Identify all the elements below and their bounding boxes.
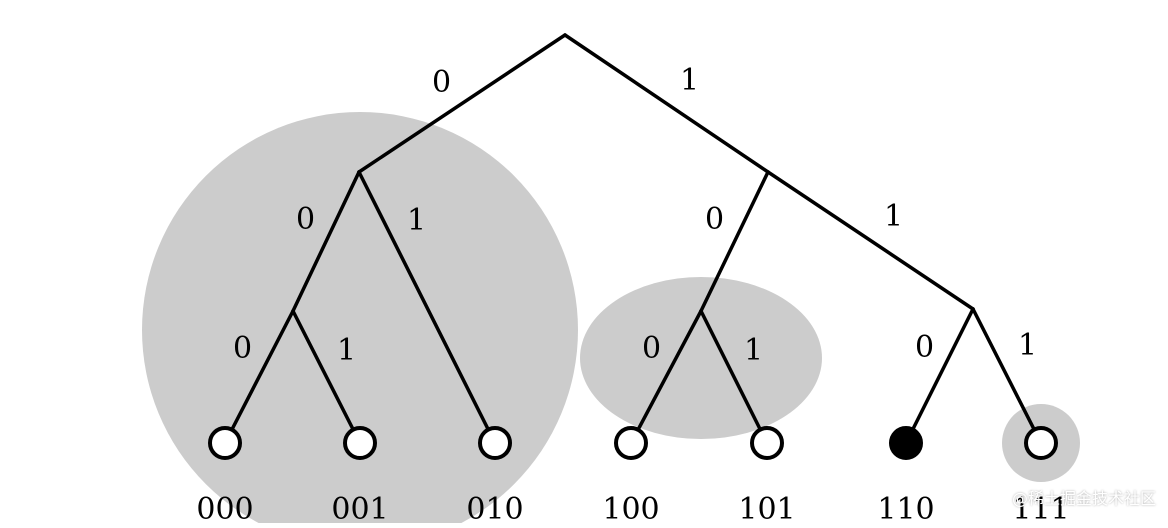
edge-n00-right (291, 309, 362, 445)
edge-n1-left (699, 170, 770, 313)
group-circle-10 (580, 277, 822, 439)
edge-label-n1-left: 0 (705, 202, 724, 237)
edge-label-root-left: 0 (432, 65, 451, 100)
leaf-label-110: 110 (877, 492, 934, 523)
edge-n11-left (904, 307, 975, 445)
leaf-node-001 (343, 426, 377, 460)
edge-n00-left (223, 309, 295, 445)
edge-label-n0-right: 1 (407, 203, 426, 238)
edge-n0-left (291, 170, 361, 313)
leaf-label-100: 100 (602, 492, 659, 523)
edge-label-n00-left: 0 (233, 331, 252, 366)
group-circle-0 (142, 112, 578, 528)
edge-n10-left (629, 309, 703, 445)
leaf-node-000 (208, 426, 242, 460)
edge-root-left (357, 33, 567, 174)
edge-label-n1-right: 1 (884, 199, 903, 234)
leaf-label-000: 000 (196, 492, 253, 523)
watermark: @稀土掘金技术社区 (1011, 489, 1156, 508)
edge-label-n10-right: 1 (744, 333, 763, 368)
leaf-node-101 (750, 426, 784, 460)
edge-label-root-right: 1 (680, 63, 699, 98)
edge-n10-right (699, 309, 769, 445)
edge-label-n11-right: 1 (1018, 328, 1037, 363)
edge-root-right (563, 33, 770, 174)
edge-label-n0-left: 0 (296, 202, 315, 237)
leaf-label-111: 111 (1012, 492, 1069, 523)
leaf-node-010 (478, 426, 512, 460)
edge-label-n10-left: 0 (642, 331, 661, 366)
edge-label-n11-left: 0 (915, 330, 934, 365)
edge-label-n00-right: 1 (337, 333, 356, 368)
leaf-node-110 (889, 426, 923, 460)
leaf-label-010: 010 (466, 492, 523, 523)
leaf-label-001: 001 (331, 492, 388, 523)
edge-n0-right (357, 170, 497, 445)
edge-n11-right (971, 307, 1043, 445)
leaf-label-101: 101 (738, 492, 795, 523)
leaf-node-111 (1024, 426, 1058, 460)
leaf-node-100 (614, 426, 648, 460)
edge-n1-right (766, 170, 975, 311)
